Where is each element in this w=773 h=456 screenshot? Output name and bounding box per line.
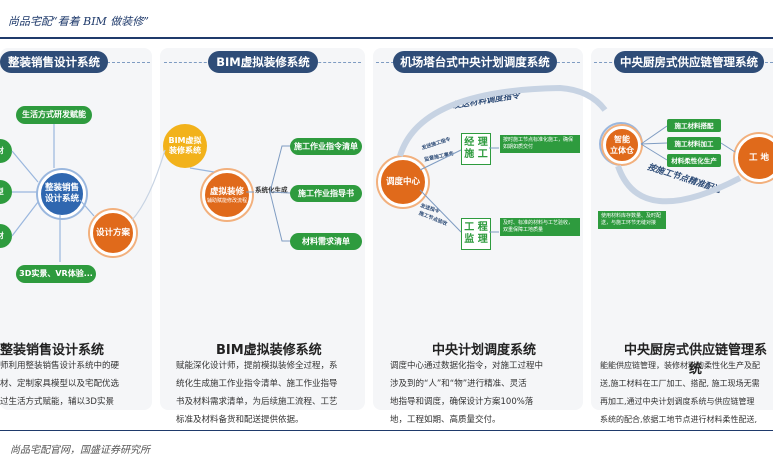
desc-line: 地，工程如期、高质量交付。: [390, 415, 501, 425]
construction-order-list: 施工作业指令清单: [290, 138, 362, 155]
arrow-plan-to-bim: [131, 149, 166, 221]
arrow-boxes-to-text: [489, 147, 499, 233]
footer-rule: [0, 430, 773, 431]
desc-line: 过生活方式赋能，辅以3D实景: [0, 397, 114, 407]
flexible-production-node: 材料柔性化生产: [667, 154, 721, 167]
virtual-decoration-label: 虚拟装修: [209, 186, 244, 197]
header-caption: 尚品宅配“看着 BIM 做装修”: [8, 15, 149, 28]
panel2-title: BIM虚拟装修系统: [208, 51, 318, 73]
construction-guide-book: 施工作业指导书: [290, 185, 362, 202]
section-title-sales: 整装销售设计系统: [0, 343, 105, 358]
construction-site-node: 工 地: [735, 134, 773, 182]
arrows-generate: [246, 145, 291, 242]
section-title-supply: 中央厨房式供应链管理系统: [623, 343, 767, 377]
pm-construction-text: 按时施工节点标准化施工，确保如期如质交付: [500, 135, 580, 153]
arrow-center-to-plan: [79, 199, 95, 217]
material-match-node: 施工材料搭配: [667, 119, 721, 132]
precise-delivery-arc: [615, 164, 742, 205]
smart-warehouse-inner: 智能 立体仓: [603, 126, 641, 164]
desc-line: 材、定制家具模型以及宅配优选: [0, 379, 120, 389]
report-header: 尚品宅配“看着 BIM 做装修”: [0, 0, 773, 36]
desc-line: 再加工,通过中央计划调度系统与供应链管理: [600, 397, 755, 406]
panel-supply-chain: [591, 48, 773, 410]
arrows-warehouse-to-materials: [640, 125, 668, 161]
supervisor-box: 工 程 监 理: [461, 218, 491, 250]
pm-construction-box: 经 理 施 工: [461, 133, 491, 165]
desc-line: 标准及材料备货和配送提供依据。: [176, 415, 304, 425]
desc-sales: 师利用整装销售设计系统中的硬 材、定制家具模型以及宅配优选 过生活方式赋能，辅以…: [0, 357, 152, 411]
desc-line: 统化生成施工作业指令清单、施工作业指导: [176, 379, 338, 389]
arrow-bot-to-center: [11, 201, 39, 237]
life-style-node: 生活方式研发赋能: [16, 106, 92, 124]
3d-vr-node: 3D实景、VR体验...: [16, 265, 96, 283]
arrow-materials-to-site: [720, 142, 736, 153]
panel1-title: 整装销售设计系统: [0, 51, 108, 73]
material-dispatch-arc: [397, 84, 608, 157]
desc-dispatch: 调度中心通过数据化指令，对施工过程中 涉及到的“人”和“物”进行精准、灵活 地指…: [390, 357, 580, 429]
material-node-top: 材: [0, 139, 12, 163]
arrow-top-to-center: [11, 150, 39, 183]
desc-line: 系统的配合,依据工地节点进行材料柔性配送,: [600, 415, 758, 424]
desc-bim: 赋能深化设计师，提前模拟装修全过程，系 统化生成施工作业指令清单、施工作业指导 …: [176, 357, 361, 429]
panel4-title: 中央厨房式供应链管理系统: [614, 51, 764, 73]
arrow-bim-to-vr: [189, 167, 215, 173]
virtual-decoration-node: 虚拟装修 辅助赋能修改流程: [202, 170, 252, 220]
material-demand-list: 材料需求清单: [290, 233, 362, 250]
system-generate-label: 系统化生成: [255, 186, 288, 194]
section-title-bim: BIM虚拟装修系统: [216, 343, 322, 358]
arrow-center-to-pm: [419, 149, 462, 171]
desc-supply: 能能供应链管理，装修材料的柔性化生产及配 送,施工材料在工厂加工、搭配, 施工现…: [600, 357, 773, 429]
section-title-dispatch: 中央计划调度系统: [432, 343, 537, 358]
desc-line: 师利用整装销售设计系统中的硬: [0, 361, 120, 371]
material-node-bottom: 材: [0, 224, 12, 248]
desc-line: 送,施工材料在工厂加工、搭配, 施工现场无需: [600, 379, 760, 388]
desc-line: 书及材料需求清单，为后续施工流程、工艺: [176, 397, 338, 407]
dispatch-center-node: 调度中心: [378, 157, 428, 207]
panel-bim: [160, 48, 365, 410]
material-process-node: 施工材料加工: [667, 137, 721, 150]
sales-design-system-node: 整装销售 设计系统: [38, 170, 86, 218]
desc-line: 能能供应链管理，装修材料的柔性化生产及配: [600, 361, 760, 370]
desc-line: 赋能深化设计师，提前模拟装修全过程，系: [176, 361, 338, 371]
supervisor-text: 及时、标准的材料与工艺验收，双重保障工地质量: [500, 218, 580, 236]
stock-delivery-note: 使用材料库存数量、及时配送，与施工环节无缝对接: [598, 211, 666, 229]
header-rule: [0, 37, 773, 39]
arrow-center-to-supervisor: [419, 189, 462, 233]
design-plan-node: 设计方案: [90, 210, 136, 256]
bim-system-node: BIM虚拟 装修系统: [163, 124, 207, 168]
desc-line: 涉及到的“人”和“物”进行精准、灵活: [390, 379, 527, 389]
virtual-decoration-sub: 辅助赋能修改流程: [206, 197, 247, 204]
desc-line: 调度中心通过数据化指令，对施工过程中: [390, 361, 544, 371]
desc-line: 地指导和调度，确保设计方案100%落: [390, 397, 534, 407]
panel3-title: 机场塔台式中央计划调度系统: [393, 51, 557, 73]
model-node: 型: [0, 180, 12, 204]
